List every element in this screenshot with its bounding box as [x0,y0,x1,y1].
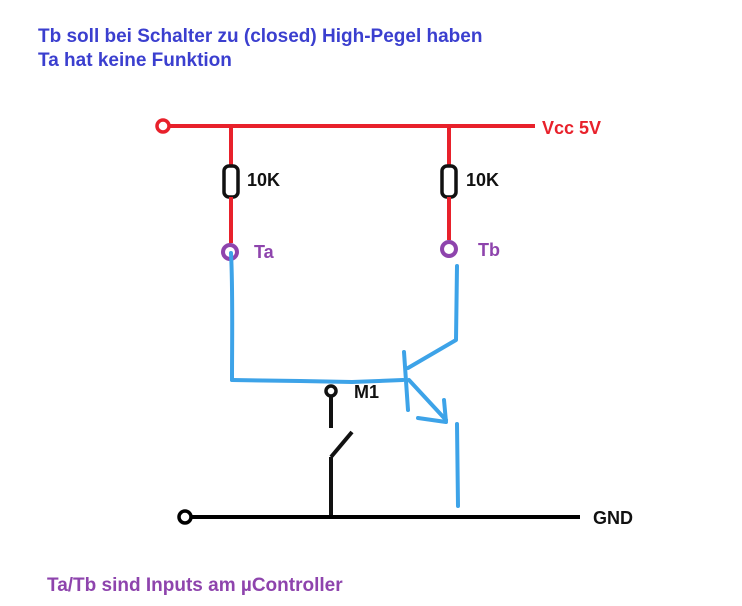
resistor-right-label: 10K [466,170,499,190]
switch-label: M1 [354,382,379,402]
switch-m1 [324,384,354,517]
resistor-left-label: 10K [247,170,280,190]
gnd-terminal [177,509,193,525]
footer-note: Ta/Tb sind Inputs am µController [47,575,343,596]
resistor-right [440,126,458,240]
tb-terminal [440,240,458,258]
vcc-rail [155,118,535,134]
gnd-rail [177,509,580,525]
resistor-left [222,126,240,243]
ta-label: Ta [254,242,275,262]
gnd-label: GND [593,508,633,528]
vcc-terminal [155,118,171,134]
note-line-1: Tb soll bei Schalter zu (closed) High-Pe… [38,26,482,47]
transistor-sketch [229,251,460,508]
vcc-label: Vcc 5V [542,118,601,138]
tb-label: Tb [478,240,500,260]
note-line-2: Ta hat keine Funktion [38,50,232,71]
